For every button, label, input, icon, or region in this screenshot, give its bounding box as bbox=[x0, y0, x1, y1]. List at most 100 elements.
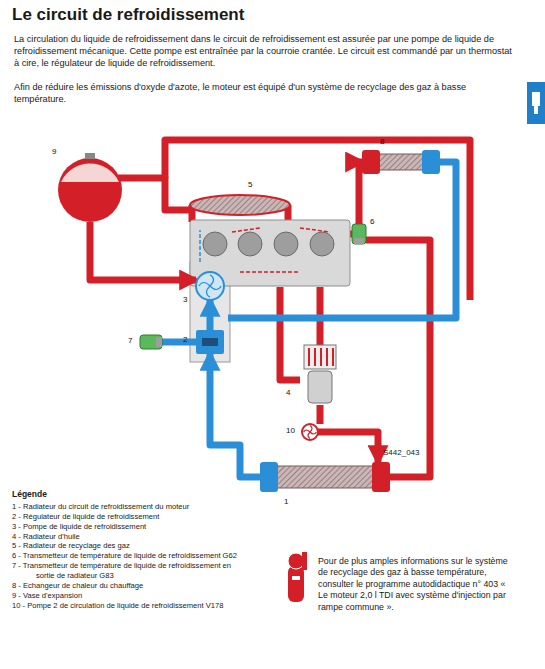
radiator-core bbox=[274, 466, 376, 488]
callout-number: 7 bbox=[128, 337, 132, 345]
tank-cap bbox=[85, 153, 95, 159]
tank-cap bbox=[260, 462, 278, 492]
cylinder bbox=[310, 232, 334, 256]
tank-cap bbox=[422, 150, 440, 174]
legend-entry: 6 - Transmetteur de température de liqui… bbox=[12, 551, 250, 561]
impeller-blade bbox=[210, 286, 221, 290]
page-title: Le circuit de refroidissement bbox=[12, 4, 244, 26]
callout-number: 3 bbox=[183, 296, 187, 304]
part-shape bbox=[190, 195, 290, 215]
part-shape bbox=[300, 345, 340, 405]
egr-cooler-body bbox=[190, 195, 290, 215]
tank-cap bbox=[362, 150, 380, 174]
info-figure bbox=[288, 566, 304, 602]
cooler-fin bbox=[314, 348, 316, 366]
part-shape bbox=[58, 158, 122, 222]
sensor-thread bbox=[156, 337, 162, 347]
coolant-pipe bbox=[118, 178, 192, 210]
radiator: 1 bbox=[260, 462, 390, 492]
part-shape bbox=[260, 462, 390, 492]
radiator-core bbox=[376, 154, 426, 170]
expansion-tank: 9 bbox=[58, 158, 122, 222]
pump-body bbox=[196, 272, 224, 300]
coolant-pipe bbox=[165, 140, 470, 300]
cooler-fin bbox=[320, 348, 322, 366]
legend-heading: Légende bbox=[12, 489, 92, 500]
legend-entry: 3 - Pompe de liquide de refroidissement bbox=[12, 522, 250, 532]
temp-sensor: 6 bbox=[352, 224, 366, 244]
sensor-body bbox=[352, 224, 366, 244]
aux-pump: 10 bbox=[302, 424, 318, 440]
info-figure bbox=[302, 552, 307, 570]
heater-core: 8 bbox=[362, 150, 440, 174]
impeller-blade bbox=[310, 432, 316, 434]
side-tab-icon bbox=[532, 92, 540, 106]
coolant-pipe bbox=[90, 222, 196, 280]
impeller-blade bbox=[199, 282, 210, 286]
part-shape bbox=[352, 224, 366, 244]
callout-number: 2 bbox=[183, 336, 187, 344]
flow-arrow bbox=[300, 228, 330, 232]
info-figure bbox=[288, 553, 304, 569]
part-shape bbox=[302, 424, 318, 440]
cooler-fin bbox=[308, 348, 310, 366]
intro-paragraph: Afin de réduire les émissions d'oxyde d'… bbox=[14, 82, 519, 106]
cylinder bbox=[238, 232, 262, 256]
legend-entry: 7 - Transmetteur de température de liqui… bbox=[12, 561, 250, 581]
coolant-regulator: 2 bbox=[196, 330, 224, 354]
tank-air bbox=[61, 164, 119, 182]
callout-number: 10 bbox=[286, 427, 295, 435]
egr-cooler: 5 bbox=[190, 195, 290, 215]
figure-code: S442_043 bbox=[383, 448, 443, 458]
legend-entry: 8 - Echangeur de chaleur du chauffage bbox=[12, 581, 250, 591]
wax-element bbox=[202, 338, 218, 346]
coolant-pipe bbox=[162, 339, 196, 346]
info-figure bbox=[292, 576, 300, 580]
flow-arrow bbox=[240, 271, 300, 273]
impeller-blade bbox=[304, 430, 310, 432]
tank-cap bbox=[372, 462, 390, 492]
coolant-pipe bbox=[207, 300, 214, 330]
callout-number: 8 bbox=[380, 138, 384, 146]
coolant-pipe bbox=[280, 287, 300, 380]
impeller-blade bbox=[310, 426, 312, 432]
coolant-pipe bbox=[359, 162, 362, 224]
legend-entry: 10 - Pompe 2 de circulation de liquide d… bbox=[12, 601, 250, 611]
impeller-blade bbox=[210, 275, 214, 286]
callout-number: 5 bbox=[248, 181, 252, 189]
coolant-pipe bbox=[210, 354, 260, 477]
impeller-blade bbox=[206, 286, 210, 297]
note-text: Pour de plus amples informations sur le … bbox=[318, 556, 514, 613]
oil-cooler: 4 bbox=[300, 345, 340, 405]
impeller-blade bbox=[308, 432, 310, 438]
coolant-pipe bbox=[318, 432, 378, 462]
side-tab-icon bbox=[534, 106, 538, 114]
coolant-pipe bbox=[317, 405, 324, 424]
part-shape bbox=[140, 335, 162, 349]
oil-cooler-body bbox=[304, 345, 336, 369]
legend-entry: 1 - Radiateur du circuit de refroidissem… bbox=[12, 502, 250, 512]
legend-entry: 5 - Radiateur de recyclage des gaz bbox=[12, 541, 250, 551]
legend: 1 - Radiateur du circuit de refroidissem… bbox=[12, 502, 250, 610]
part-shape bbox=[362, 150, 440, 174]
callout-number: 9 bbox=[52, 148, 56, 156]
sensor-body bbox=[140, 335, 162, 349]
legend-entry: 4 - Radiateur d'huile bbox=[12, 532, 250, 542]
side-tab bbox=[527, 82, 545, 124]
callout-number: 4 bbox=[286, 389, 290, 397]
callout-number: 1 bbox=[284, 498, 288, 506]
flow-arrow bbox=[199, 230, 201, 262]
legend-entry: 9 - Vase d'expansion bbox=[12, 591, 250, 601]
oil-filter bbox=[308, 371, 332, 403]
sensor-thread bbox=[354, 238, 364, 244]
part-shape bbox=[196, 272, 224, 300]
cylinder bbox=[274, 232, 298, 256]
cooler-fin bbox=[332, 348, 334, 366]
pump-body bbox=[302, 424, 318, 440]
tank-body bbox=[58, 158, 122, 222]
part-shape bbox=[196, 330, 224, 354]
legend-entry: 2 - Régulateur de liquide de refroidisse… bbox=[12, 512, 250, 522]
temp-sensor: 7 bbox=[140, 335, 162, 349]
regulator-body bbox=[196, 330, 224, 354]
